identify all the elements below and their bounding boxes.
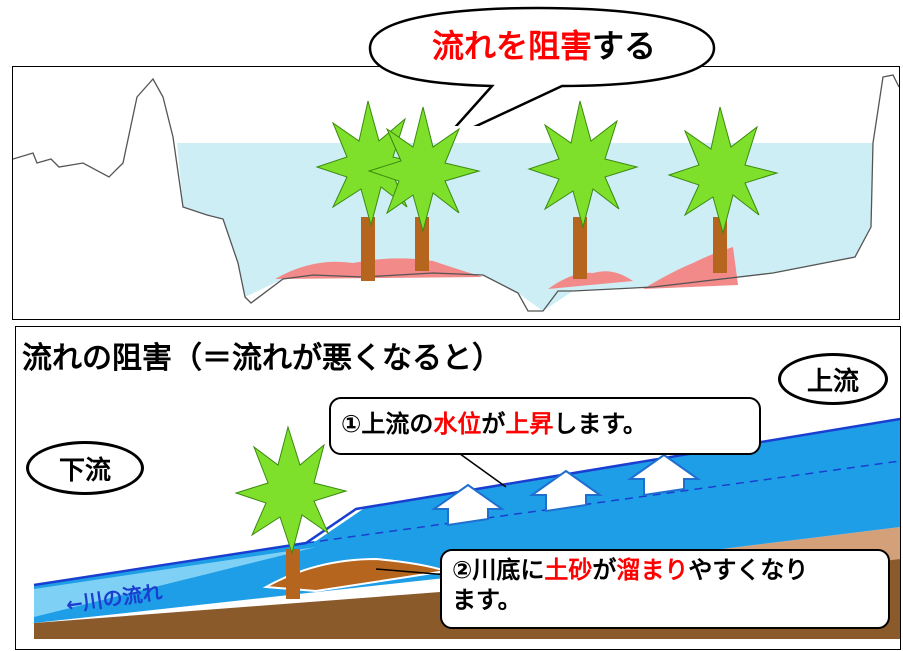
callout2-mid: が [592, 556, 617, 584]
terrain-outline [13, 74, 899, 312]
tree-foliage [527, 100, 639, 229]
tree-foliage [234, 425, 348, 555]
speech-bubble-red-text: 流れを阻害 [431, 27, 592, 65]
callout2-suffix: やすくなり [688, 556, 809, 584]
speech-bubble-shape [368, 6, 716, 126]
rise-arrow [528, 469, 604, 513]
speech-bubble-black-text: する [592, 27, 657, 65]
callout2-line2: ます。 [452, 586, 522, 614]
panel-heading: 流れの阻害（＝流れが悪くなると） [22, 341, 502, 376]
tree-foliage [667, 106, 779, 235]
upstream-label: 上流 [778, 353, 888, 405]
callout2-red-1: 土砂 [544, 556, 593, 584]
rise-arrow [430, 483, 506, 527]
callout2-prefix: ②川底に [452, 556, 545, 584]
callout1-prefix: ①上流の [341, 410, 434, 438]
callout1-mid: が [481, 410, 506, 438]
water-rise-callout: ①上流の水位が上昇します。 [329, 397, 761, 455]
callout1-red-1: 水位 [433, 410, 482, 438]
tree-foliage [367, 106, 481, 233]
downstream-label: 下流 [26, 441, 144, 495]
callout2-red-2: 溜まり [616, 556, 689, 584]
callout1-red-2: 上昇 [505, 410, 554, 438]
original-water-level [305, 460, 900, 544]
callout2-line1: ②川底に土砂が溜まりやすくなり [452, 555, 878, 585]
callout1-pointer [455, 450, 507, 488]
cross-section-svg [13, 74, 899, 312]
tree-trunk [286, 549, 300, 599]
sediment-mound-1 [275, 258, 483, 279]
speech-bubble-text: 流れを阻害する [394, 28, 694, 64]
cross-section-panel [12, 66, 900, 320]
river-water-light [34, 547, 316, 617]
rise-arrow [626, 453, 702, 497]
tree-trunk [573, 217, 587, 279]
callout2-pointer [375, 568, 449, 576]
tree-trunk [415, 217, 429, 271]
tree-trunk [361, 217, 375, 281]
sediment-mound-2 [548, 271, 633, 289]
tree-group-top [315, 100, 779, 281]
callout1-suffix: します。 [553, 410, 647, 438]
sediment-callout: ②川底に土砂が溜まりやすくなり ます。 [440, 549, 890, 629]
longitudinal-panel: 流れの阻害（＝流れが悪くなると） 上流 下流 ①上流の水位が上昇します。 ②川底… [15, 326, 901, 650]
water-surface-line [33, 417, 900, 587]
water-area [177, 143, 873, 311]
